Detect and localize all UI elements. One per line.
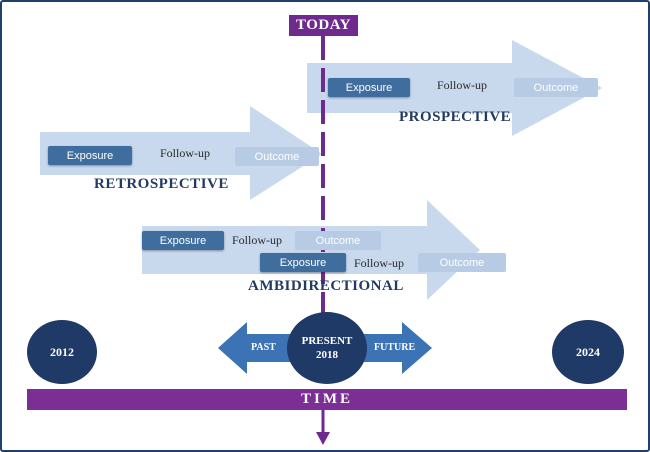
today-label: TODAY [289, 15, 358, 36]
end-year-label: 2024 [576, 344, 600, 359]
start-year-label: 2012 [50, 344, 74, 359]
prospective-followup-label: Follow-up [437, 78, 488, 92]
retrospective-arrow [40, 106, 322, 200]
end-year-circle: 2024 [552, 320, 624, 384]
ambi-row2-followup-label: Follow-up [354, 256, 405, 270]
present-circle: PRESENT 2018 [287, 312, 367, 384]
time-axis-arrowhead [316, 432, 330, 445]
ambi-row1-exposure-box: Exposure [142, 231, 224, 250]
time-bar: TIME [27, 389, 627, 410]
present-label: PRESENT [301, 335, 353, 347]
present-year-label: 2018 [316, 349, 338, 361]
ambi-row1-outcome-box: Outcome [295, 231, 381, 250]
prospective-exposure-box: Exposure [328, 78, 410, 97]
ambidirectional-title: AMBIDIRECTIONAL [248, 278, 404, 294]
time-label: TIME [300, 391, 353, 407]
future-label: FUTURE [374, 342, 416, 353]
retrospective-title: RETROSPECTIVE [94, 176, 229, 192]
past-label: PAST [251, 342, 276, 353]
ambidirectional-arrow [142, 200, 480, 300]
ambi-row2-outcome-box: Outcome [418, 253, 506, 272]
ambi-row2-exposure-box: Exposure [260, 253, 346, 272]
ambi-row1-followup-label: Follow-up [232, 233, 283, 247]
retrospective-outcome-box: Outcome [235, 147, 319, 166]
prospective-arrow [307, 40, 602, 136]
prospective-title: PROSPECTIVE [399, 109, 512, 125]
retrospective-followup-label: Follow-up [160, 146, 211, 160]
retrospective-exposure-box: Exposure [48, 146, 132, 165]
start-year-circle: 2012 [27, 320, 97, 384]
prospective-outcome-box: Outcome [514, 78, 598, 97]
